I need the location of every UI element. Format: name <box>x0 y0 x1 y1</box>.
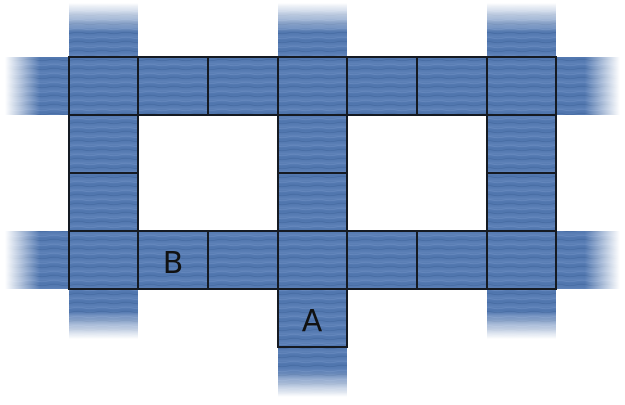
tile-a <box>277 288 348 348</box>
tile <box>277 230 348 290</box>
tile <box>416 230 488 290</box>
grid-tiles <box>68 56 557 348</box>
tile <box>486 114 557 174</box>
faded-street-ends <box>5 3 620 397</box>
tile <box>137 56 209 116</box>
stub-top-col-1 <box>69 3 138 57</box>
stub-top-col-4 <box>278 3 347 57</box>
label-a: A <box>302 304 323 339</box>
tile <box>68 172 139 232</box>
tile <box>346 56 418 116</box>
tile <box>277 172 348 232</box>
tile <box>207 230 279 290</box>
stub-right-row-1 <box>556 57 620 115</box>
tile <box>68 114 139 174</box>
label-b: B <box>163 246 184 281</box>
stub-bottom-col-1 <box>69 289 138 339</box>
tile <box>277 114 348 174</box>
tile <box>207 56 279 116</box>
tile <box>486 230 557 290</box>
tile <box>486 172 557 232</box>
stub-left-row-3 <box>5 231 69 289</box>
tile <box>68 56 139 116</box>
stub-left-row-1 <box>5 57 69 115</box>
tile <box>416 56 488 116</box>
tile <box>68 230 139 290</box>
stub-top-col-7 <box>487 3 556 57</box>
tile <box>277 56 348 116</box>
tile-b <box>137 230 209 290</box>
tile <box>486 56 557 116</box>
stub-right-row-3 <box>556 231 620 289</box>
tile <box>346 230 418 290</box>
stub-bottom-col-4 <box>278 347 347 397</box>
stub-bottom-col-7 <box>487 289 556 339</box>
